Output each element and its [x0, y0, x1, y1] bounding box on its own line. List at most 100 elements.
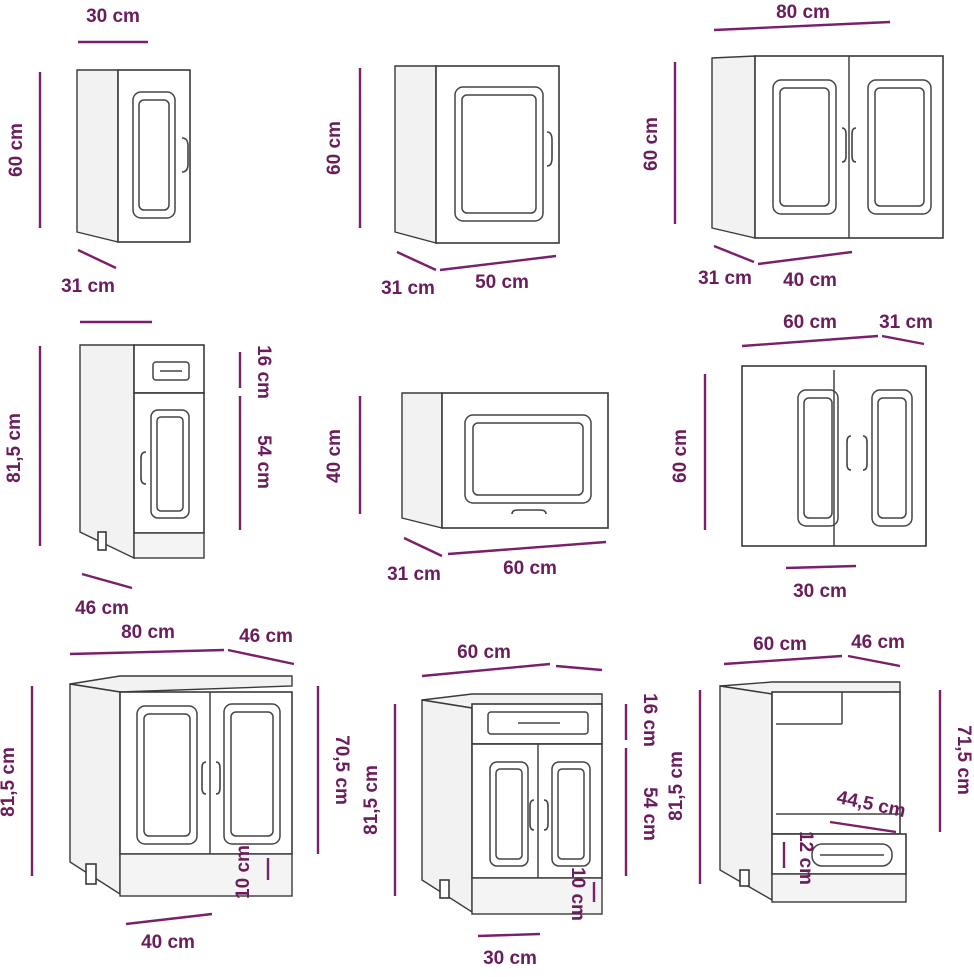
door-panel-right-inner: [230, 711, 274, 837]
dimension-label: 10 cm: [567, 867, 588, 921]
dimension-label: 16 cm: [253, 345, 274, 399]
door-handle: [181, 137, 189, 173]
dimension-label: 31 cm: [879, 312, 933, 333]
door-panel-right-inner: [877, 397, 907, 519]
dimension-line: [421, 662, 551, 678]
dimension-label: 80 cm: [776, 2, 830, 23]
dimension-line: [881, 334, 925, 346]
dimension-label: 16 cm: [639, 693, 660, 747]
cabinet-oven-housing-60: 60 cm 46 cm 71,5 cm 81,5 cm 44,5 cm 12 c…: [666, 632, 974, 903]
door-handle: [862, 435, 868, 471]
cabinet-plinth: [471, 877, 603, 915]
door-panel-left-inner: [143, 713, 191, 837]
dimension-line: [439, 254, 557, 272]
dimension-line: [81, 572, 133, 590]
dimension-label: 31 cm: [387, 564, 441, 585]
drawer-front: [471, 703, 603, 745]
flap-panel: [464, 414, 592, 504]
dimension-label: 60 cm: [503, 558, 557, 579]
dimension-line: [555, 664, 603, 672]
cabinet-side: [719, 685, 773, 902]
door-panel-left-inner: [779, 87, 830, 207]
dimension-line: [713, 244, 755, 264]
oven-opening: [771, 691, 901, 835]
flap-handle: [511, 509, 547, 515]
dimension-label: 46 cm: [239, 626, 293, 647]
door-panel-right: [867, 79, 932, 215]
dimension-line: [77, 248, 117, 270]
door-handle: [841, 127, 847, 163]
door-panel-left: [136, 705, 198, 845]
door-panel-inner: [156, 416, 184, 512]
dimension-label: 10 cm: [233, 845, 254, 899]
dimension-label: 31 cm: [61, 276, 115, 297]
cabinet-plinth: [119, 853, 293, 897]
dimension-line: [713, 20, 891, 32]
door-handle: [529, 799, 535, 831]
dimension-label: 71,5 cm: [953, 725, 974, 795]
drawer-front: [133, 344, 205, 394]
dimension-label: 60 cm: [457, 642, 511, 663]
cabinet-leg: [739, 869, 750, 887]
door-panel-left: [797, 389, 839, 527]
cabinet-door: [117, 69, 191, 243]
door-panel-right: [551, 761, 591, 867]
dimension-line: [447, 540, 607, 556]
dimension-label: 80 cm: [121, 622, 175, 643]
dimension-line: [69, 648, 225, 656]
dimension-label: 81,5 cm: [0, 747, 19, 817]
door-handle: [215, 761, 221, 795]
cabinet-wall-60: 60 cm 31 cm 60 cm 30 cm: [670, 312, 933, 602]
cabinet-leg: [97, 531, 107, 551]
door-panel: [132, 91, 176, 219]
dimension-label: 12 cm: [795, 831, 816, 885]
door-panel-left-inner: [803, 397, 833, 519]
door-panel-inner: [138, 99, 170, 211]
drawer-panel: [811, 843, 893, 867]
dimension-label: 70,5 cm: [331, 735, 352, 805]
dimension-line: [396, 250, 437, 272]
dimension-line: [785, 564, 857, 570]
drawer-panel: [487, 711, 589, 735]
drawer-front: [771, 833, 907, 875]
dimension-line: [723, 654, 843, 666]
cabinet-plinth: [133, 532, 205, 559]
door-handle: [546, 131, 553, 167]
door-handle: [543, 799, 549, 831]
door-panel-right-inner: [557, 768, 585, 860]
door-panel: [150, 409, 190, 519]
dimension-label: 60 cm: [641, 117, 662, 171]
door-panel-left-inner: [495, 768, 523, 860]
door-panel: [454, 86, 544, 222]
dimension-label: 60 cm: [324, 121, 345, 175]
door-handle: [201, 761, 207, 795]
dimension-label: 30 cm: [86, 6, 140, 27]
cabinet-wall-50: 60 cm 31 cm 50 cm: [324, 65, 560, 299]
dimension-label: 46 cm: [851, 632, 905, 653]
dimension-label: 60 cm: [783, 312, 837, 333]
dimension-label: 46 cm: [75, 598, 129, 619]
cabinet-base-drawer-narrow: 81,5 cm 16 cm 54 cm 46 cm: [4, 320, 274, 619]
cabinet-leg: [439, 879, 450, 899]
dimension-label: 81,5 cm: [361, 765, 382, 835]
door-panel-left: [772, 79, 837, 215]
dimension-label: 40 cm: [141, 932, 195, 953]
dimension-line: [125, 912, 213, 926]
door-handle: [140, 451, 147, 485]
dimension-label: 30 cm: [793, 581, 847, 602]
dimension-label: 60 cm: [6, 123, 27, 177]
cabinet-side: [79, 344, 135, 560]
cabinet-side: [401, 392, 443, 529]
dimension-label: 31 cm: [698, 268, 752, 289]
dimension-label: 50 cm: [475, 272, 529, 293]
cabinet-side: [711, 55, 756, 239]
dimension-label: 40 cm: [324, 429, 345, 483]
door-panel-right: [871, 389, 913, 527]
dimension-line: [847, 654, 901, 668]
dimension-label: 81,5 cm: [4, 413, 25, 483]
cabinet-wall-30: 30 cm 60 cm 31 cm: [6, 6, 191, 297]
dimension-line: [741, 334, 879, 348]
cabinet-wall-80: 80 cm 60 cm 31 cm 40 cm: [641, 2, 944, 291]
